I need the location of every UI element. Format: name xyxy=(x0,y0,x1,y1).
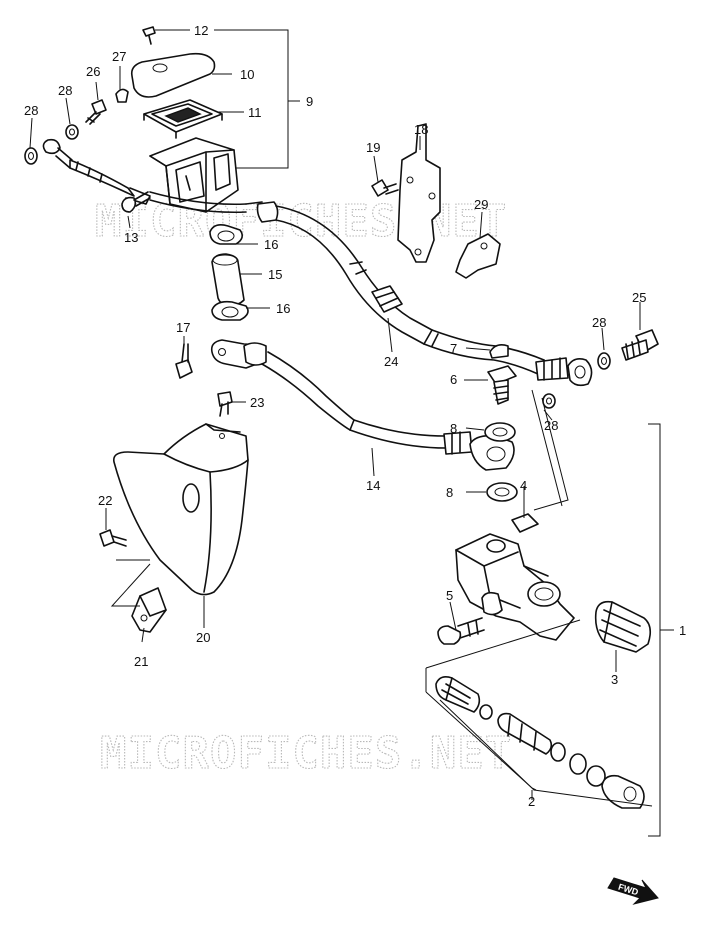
bracket-29 xyxy=(455,233,501,279)
cap-7 xyxy=(489,344,509,359)
callout-16-top: 16 xyxy=(264,237,278,252)
bracket-21 xyxy=(131,587,167,633)
callout-2: 2 xyxy=(528,794,535,809)
callout-10: 10 xyxy=(240,67,254,82)
callout-26: 26 xyxy=(86,64,100,79)
piston-kit-2 xyxy=(435,676,645,809)
pipe-15 xyxy=(211,253,245,307)
callout-16-bottom: 16 xyxy=(276,301,290,316)
hose-24 xyxy=(245,201,593,387)
callout-12: 12 xyxy=(194,23,208,38)
callout-25: 25 xyxy=(632,290,646,305)
callout-11: 11 xyxy=(248,105,262,120)
bolt-23 xyxy=(217,391,233,417)
bolt-5 xyxy=(437,617,485,645)
callout-15: 15 xyxy=(268,267,282,282)
bolt-13 xyxy=(121,191,151,213)
callout-8-bottom: 8 xyxy=(446,485,453,500)
screw-12 xyxy=(142,26,156,45)
washer-8-bottom xyxy=(486,482,518,502)
washer-28-b xyxy=(24,147,38,165)
callout-27: 27 xyxy=(112,49,126,64)
washer-28-d xyxy=(542,393,556,409)
callout-22: 22 xyxy=(98,493,112,508)
callout-7: 7 xyxy=(450,341,457,356)
callout-19: 19 xyxy=(366,140,380,155)
side-cover-20 xyxy=(112,423,249,596)
washer-28-c xyxy=(597,352,611,370)
diaphragm-11 xyxy=(143,99,223,139)
callout-6: 6 xyxy=(450,372,457,387)
callout-20: 20 xyxy=(196,630,210,645)
callout-28-right: 28 xyxy=(592,315,606,330)
callout-5: 5 xyxy=(446,588,453,603)
leader-lines xyxy=(29,29,674,837)
hose-14 xyxy=(210,339,515,471)
callout-9: 9 xyxy=(306,94,313,109)
callout-24: 24 xyxy=(384,354,398,369)
bleeder-valve-6 xyxy=(487,365,517,405)
callout-1: 1 xyxy=(679,623,686,638)
reservoir-cap-10 xyxy=(130,52,216,98)
fwd-label: FWD xyxy=(617,882,640,898)
washer-8-top xyxy=(484,422,516,442)
callout-28-top: 28 xyxy=(58,83,72,98)
callout-8-top: 8 xyxy=(450,421,457,436)
callout-14: 14 xyxy=(366,478,380,493)
washer-28-a xyxy=(65,124,79,140)
watermark-top: MICROFICHES.NET xyxy=(95,196,507,247)
clamp-16-top xyxy=(209,224,244,245)
master-cylinder-body xyxy=(455,533,575,641)
callout-29: 29 xyxy=(474,197,488,212)
boot-3 xyxy=(594,600,652,653)
callout-17: 17 xyxy=(176,320,190,335)
callout-13: 13 xyxy=(124,230,138,245)
callout-28-lower: 28 xyxy=(544,418,558,433)
fwd-arrow-icon: FWD xyxy=(607,877,659,905)
clip-4 xyxy=(511,513,539,533)
bolt-19 xyxy=(371,179,399,197)
clamp-16-bottom xyxy=(211,300,249,321)
watermark-bottom: MICROFICHES.NET xyxy=(100,728,512,779)
bolt-26 xyxy=(85,99,107,125)
callout-4: 4 xyxy=(520,478,527,493)
bolt-22 xyxy=(99,529,127,547)
callout-18: 18 xyxy=(414,122,428,137)
reservoir-assembly xyxy=(24,26,247,214)
reservoir-body xyxy=(149,137,239,213)
cap-27 xyxy=(115,88,129,103)
reservoir-hose xyxy=(42,138,247,214)
callout-3: 3 xyxy=(611,672,618,687)
callout-labels: 1 2 3 4 5 6 7 8 8 9 10 11 12 13 14 15 16… xyxy=(24,23,686,809)
callout-28-left: 28 xyxy=(24,103,38,118)
callout-21: 21 xyxy=(134,654,148,669)
callout-23: 23 xyxy=(250,395,264,410)
bolt-17 xyxy=(175,343,193,379)
bracket-18 xyxy=(397,123,441,263)
banjo-bolt-25 xyxy=(621,329,659,361)
